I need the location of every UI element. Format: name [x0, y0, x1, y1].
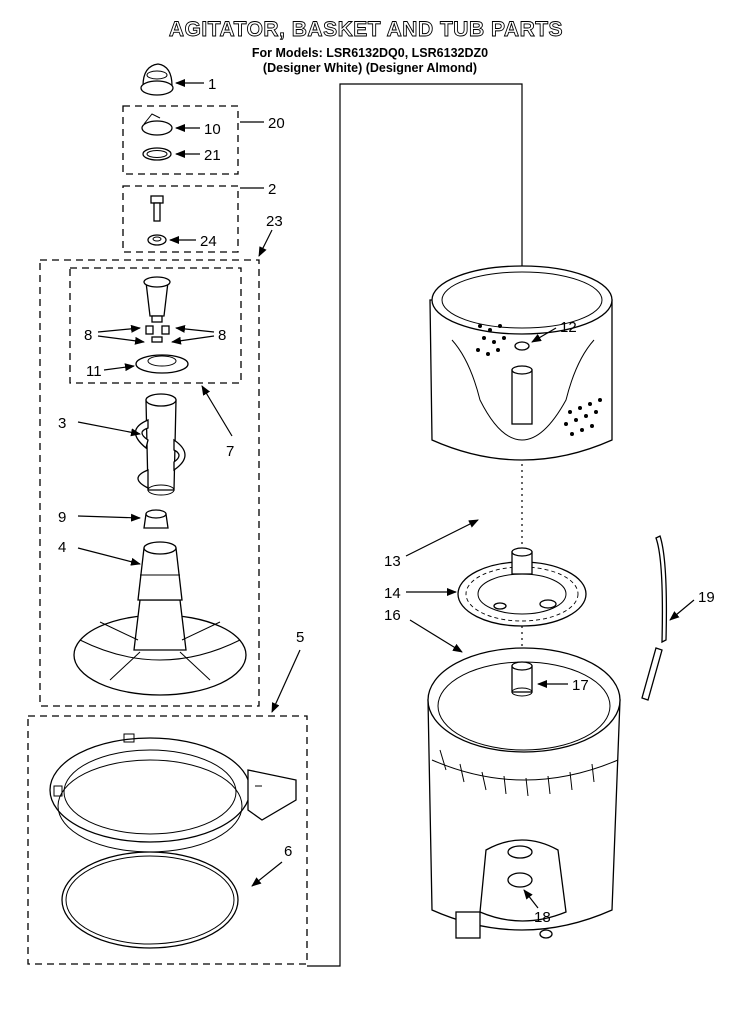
callout-3: 3 [58, 415, 66, 432]
callout-1: 1 [208, 76, 216, 93]
callout-4: 4 [58, 539, 66, 556]
agitator-cap-part [140, 63, 174, 96]
callout-21: 21 [204, 147, 221, 164]
callout-6: 6 [284, 843, 292, 860]
group-box-20 [122, 105, 239, 175]
group-box-7 [69, 267, 242, 384]
washer-part [147, 234, 167, 246]
cam-washer-part [135, 354, 189, 374]
tub-seal-ring-part [61, 851, 239, 949]
callout-20: 20 [268, 115, 285, 132]
outer-tub-part [427, 647, 621, 939]
callout-7: 7 [226, 443, 234, 460]
group-box-5 [27, 715, 308, 965]
models-line: For Models: LSR6132DQ0, LSR6132DZ0 [252, 46, 488, 60]
callout-16: 16 [384, 607, 401, 624]
hose-part [641, 535, 668, 701]
auger-part [134, 393, 186, 496]
coupling-part [511, 661, 533, 697]
callout-8-right: 8 [218, 327, 226, 344]
hub-part [457, 547, 587, 627]
callout-9: 9 [58, 509, 66, 526]
callout-13: 13 [384, 553, 401, 570]
callout-19: 19 [698, 589, 715, 606]
o-ring-part [142, 147, 172, 161]
variants-line: (Designer White) (Designer Almond) [263, 61, 477, 75]
callout-11: 11 [86, 363, 102, 380]
callout-18: 18 [534, 909, 551, 926]
callout-2: 2 [268, 181, 276, 198]
group-box-23 [39, 259, 260, 707]
diagram-title: AGITATOR, BASKET AND TUB PARTS [169, 18, 563, 41]
agitator-base-part [73, 541, 247, 696]
drive-bell-part [143, 509, 169, 529]
basket-part [429, 265, 613, 461]
assembly-connector-line [307, 83, 523, 967]
seal-part [141, 113, 173, 136]
callout-17: 17 [572, 677, 589, 694]
callout-24: 24 [200, 233, 217, 250]
callout-8-left: 8 [84, 327, 92, 344]
basket-holes [476, 324, 602, 436]
dog-part [145, 325, 170, 343]
callout-14: 14 [384, 585, 401, 602]
callout-5: 5 [296, 629, 304, 646]
tub-ring-part [49, 733, 297, 853]
cam-part [143, 276, 171, 323]
bolt-part [150, 195, 164, 222]
callout-23: 23 [266, 213, 283, 230]
group-box-2 [122, 185, 239, 253]
callout-12: 12 [560, 319, 577, 336]
callout-10: 10 [204, 121, 221, 138]
